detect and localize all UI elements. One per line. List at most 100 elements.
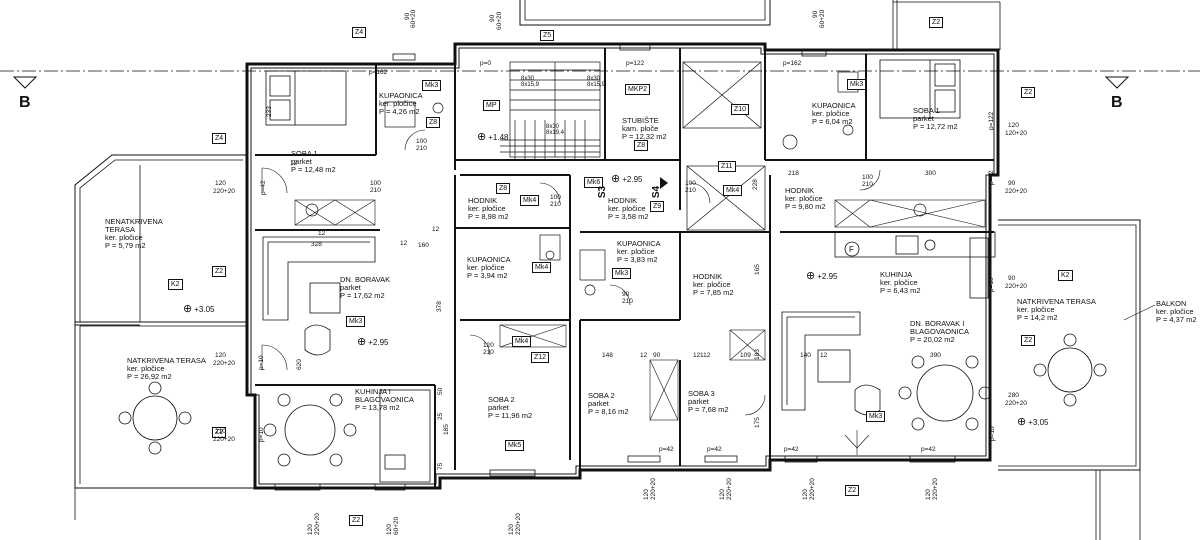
sofa — [262, 236, 861, 411]
dimension-label: 220+20 — [1005, 188, 1027, 195]
level-mark: +3.05 — [183, 305, 214, 314]
dimension-label: 220+20 — [932, 478, 939, 500]
room-detail: P = 5,79 m2 — [105, 241, 146, 250]
element-tag: Z4 — [352, 27, 367, 38]
element-tag: Z9 — [650, 201, 665, 212]
dimension-label: 120 — [925, 489, 932, 500]
dimension-label: p=0 — [480, 60, 492, 67]
dimension-label: 120 — [1008, 122, 1019, 129]
room-detail: P = 12,72 m2 — [913, 122, 958, 131]
element-tag: Z8 — [634, 140, 649, 151]
dimension-label: 120+20 — [1005, 130, 1027, 137]
element-tag: Z5 — [540, 30, 555, 41]
element-tag: MP — [483, 100, 500, 111]
element-tag: K2 — [1058, 270, 1073, 281]
room-detail: ker. pločice — [812, 109, 850, 118]
dimension-label: 120 — [508, 524, 515, 535]
dimension-label: 60+20 — [819, 9, 826, 28]
dimension-label: 100 — [862, 174, 873, 181]
dimension-label: 120 — [643, 489, 650, 500]
dimension-label: 100 — [370, 180, 381, 187]
room-name: STUBIŠTE — [622, 116, 659, 125]
dimension-label: 120 — [483, 342, 494, 349]
dimension-label: p=10 — [258, 427, 265, 442]
room-detail: P = 12,48 m2 — [291, 165, 336, 174]
room-detail: ker. pločice — [785, 194, 823, 203]
level-mark: +2.95 — [357, 338, 388, 347]
element-tag: Z2 — [929, 17, 944, 28]
room-name: KUPAONICA — [379, 91, 423, 100]
room-detail: P = 14,2 m2 — [1017, 313, 1058, 322]
dimension-label: 120 — [719, 489, 726, 500]
room-name: KUPAONICA — [467, 255, 511, 264]
dimension-label: 148 — [602, 352, 613, 359]
element-tag: Mk4 — [723, 185, 743, 196]
terrace-right — [998, 219, 1141, 471]
dimension-label: 390 — [930, 352, 941, 359]
bed — [265, 59, 961, 126]
room-name: HODNIK — [693, 272, 723, 281]
section-marker-left — [12, 76, 38, 89]
kitchen-counter: F — [379, 231, 996, 483]
dimension-label: 220+20 — [213, 360, 235, 367]
element-tag: Z2 — [1021, 87, 1036, 98]
dimension-label: 120 — [215, 352, 226, 359]
element-tag: Z2 — [212, 266, 227, 277]
room-detail: P = 7,85 m2 — [693, 288, 734, 297]
dimension-label: 160 — [418, 242, 429, 249]
room-name: KUHINJA I — [355, 387, 391, 396]
element-tag: Z8 — [426, 117, 441, 128]
dimension-label: 220+20 — [213, 436, 235, 443]
dimension-label: 300 — [925, 170, 936, 177]
dimension-label: 210 — [550, 201, 561, 208]
room-detail: P = 11,96 m2 — [488, 411, 533, 420]
dimension-label: 328 — [311, 241, 322, 248]
outer-wall — [245, 42, 1000, 490]
room-detail: parket — [488, 403, 509, 412]
room-detail: ker. pločice — [617, 247, 655, 256]
dimension-label: 165 — [754, 264, 761, 275]
room-name: HODNIK — [785, 186, 815, 195]
dimension-label: 140 — [800, 352, 811, 359]
dimension-label: p=42 — [659, 446, 674, 453]
room-name: NATKRIVENA TERASA — [1017, 297, 1096, 306]
room-detail: ker. pločice — [127, 364, 165, 373]
dimension-label: 218 — [788, 170, 799, 177]
element-tag: Z2 — [349, 515, 364, 526]
room-detail: parket — [688, 397, 709, 406]
room-name: DN. BORAVAK I — [910, 319, 965, 328]
dimension-label: 228 — [752, 179, 759, 190]
dimension-label: 12 — [290, 160, 298, 167]
dimension-label: 210 — [370, 187, 381, 194]
wardrobe — [294, 199, 986, 421]
room-detail: P = 3,94 m2 — [467, 271, 508, 280]
dimension-label: 12 — [820, 352, 828, 359]
element-tag: Mk3 — [346, 316, 366, 327]
dimension-label: 220+20 — [1005, 400, 1027, 407]
room-detail: P = 7,68 m2 — [688, 405, 729, 414]
dimension-label: 12 — [432, 226, 440, 233]
dimension-label: 175 — [754, 417, 761, 428]
dimension-label: 220+20 — [213, 188, 235, 195]
dimension-label: 12 — [318, 230, 326, 237]
dimension-label: p=122 — [626, 60, 645, 67]
dimension-label: 120 — [386, 524, 393, 535]
dimension-label: 12 — [400, 240, 408, 247]
dimension-label: p=162 — [369, 69, 388, 76]
dining-table — [118, 333, 1107, 467]
room-detail: P = 3,83 m2 — [617, 255, 658, 264]
room-detail: P = 13,78 m2 — [355, 403, 400, 412]
dimension-label: 120 — [307, 524, 314, 535]
room-detail: P = 17,62 m2 — [340, 291, 385, 300]
